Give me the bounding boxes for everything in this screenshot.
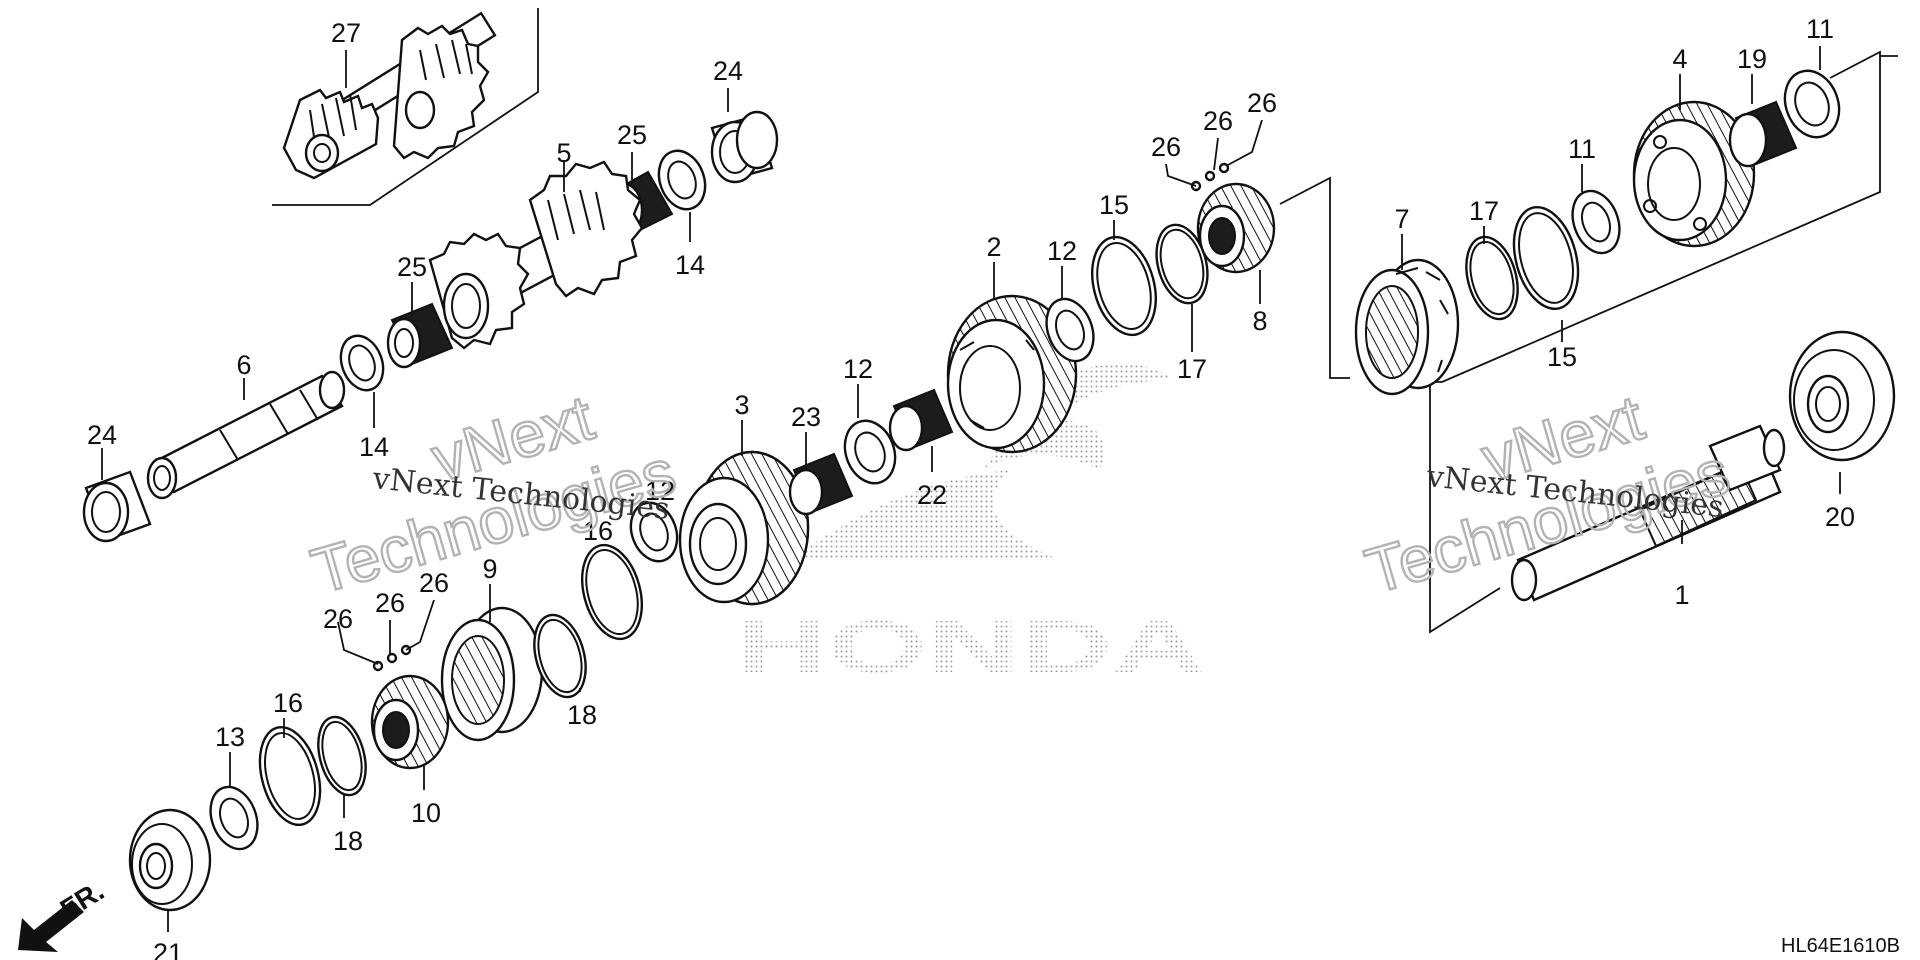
front-arrow-icon bbox=[18, 900, 84, 952]
callout-15: 15 bbox=[1547, 342, 1577, 372]
part-2-gear bbox=[946, 294, 1078, 454]
diagram-code: HL64E1610B bbox=[1781, 935, 1900, 957]
part-18-circlip-lower bbox=[317, 715, 367, 797]
callout-1: 1 bbox=[1674, 580, 1689, 610]
part-15-ring-upper bbox=[1091, 235, 1157, 337]
callout-numbers: 27 24 25 5 14 25 6 24 14 3 23 12 22 12 1… bbox=[87, 14, 1855, 960]
callout-14: 14 bbox=[675, 250, 705, 280]
logo-text: HONDA bbox=[735, 605, 1205, 688]
callout-8: 8 bbox=[1252, 306, 1267, 336]
callout-26: 26 bbox=[1151, 132, 1181, 162]
callout-12: 12 bbox=[645, 476, 675, 506]
callout-26: 26 bbox=[419, 568, 449, 598]
part-26-balls-upper bbox=[1190, 162, 1230, 192]
callout-17: 17 bbox=[1469, 196, 1499, 226]
callout-5: 5 bbox=[556, 138, 571, 168]
callout-12: 12 bbox=[843, 354, 873, 384]
part-23-needle-bearing bbox=[788, 452, 854, 516]
part-12-washer-a bbox=[629, 501, 679, 563]
callout-26: 26 bbox=[375, 588, 405, 618]
callout-26: 26 bbox=[1247, 88, 1277, 118]
callout-27: 27 bbox=[331, 18, 361, 48]
part-5-gear-shaft bbox=[428, 160, 644, 350]
callout-19: 19 bbox=[1737, 44, 1767, 74]
callout-21: 21 bbox=[153, 938, 183, 960]
part-7-hub bbox=[1354, 258, 1460, 396]
part-9-sleeve bbox=[440, 606, 544, 742]
callout-11: 11 bbox=[1806, 14, 1834, 44]
part-1-main-shaft bbox=[1510, 424, 1786, 602]
part-8-gear bbox=[1196, 182, 1276, 274]
callout-22: 22 bbox=[917, 480, 947, 510]
part-6-shaft bbox=[146, 370, 346, 500]
callout-11: 11 bbox=[1568, 134, 1596, 164]
callout-18: 18 bbox=[333, 826, 363, 856]
callout-9: 9 bbox=[482, 554, 497, 584]
callout-24: 24 bbox=[713, 56, 743, 86]
callout-13: 13 bbox=[215, 722, 245, 752]
part-14-washer-lower bbox=[339, 334, 385, 392]
part-3-gear bbox=[678, 450, 810, 606]
leader-lines bbox=[101, 46, 1841, 932]
part-10-gear bbox=[370, 674, 450, 770]
part-4-gear bbox=[1632, 100, 1756, 248]
part-12-washer-b bbox=[843, 419, 897, 485]
callout-24: 24 bbox=[87, 420, 117, 450]
part-12-washer-c bbox=[1045, 297, 1095, 363]
callout-25: 25 bbox=[617, 120, 647, 150]
part-17-circlip-right bbox=[1465, 235, 1519, 321]
front-direction-indicator: FR. bbox=[18, 875, 109, 952]
part-17-circlip-upper bbox=[1155, 223, 1209, 305]
callout-7: 7 bbox=[1394, 204, 1409, 234]
callout-6: 6 bbox=[236, 350, 251, 380]
callout-2: 2 bbox=[986, 232, 1001, 262]
callout-20: 20 bbox=[1825, 502, 1855, 532]
callout-12: 12 bbox=[1047, 236, 1077, 266]
callout-26: 26 bbox=[1203, 106, 1233, 136]
part-25-needle-bearing-lower bbox=[386, 302, 454, 369]
inset-box bbox=[272, 8, 539, 206]
part-16-ring-lower bbox=[258, 725, 322, 827]
part-11-washer-lower bbox=[1571, 189, 1621, 255]
callout-3: 3 bbox=[734, 390, 749, 420]
callout-25: 25 bbox=[397, 252, 427, 282]
callout-18: 18 bbox=[567, 700, 597, 730]
callout-26: 26 bbox=[323, 604, 353, 634]
part-24-needle-bearing-lower bbox=[82, 470, 152, 543]
callout-10: 10 bbox=[411, 798, 441, 828]
part-11-washer-upper bbox=[1783, 69, 1841, 139]
callout-16: 16 bbox=[273, 688, 303, 718]
callout-4: 4 bbox=[1672, 44, 1687, 74]
part-14-washer-upper bbox=[657, 149, 707, 211]
part-18-circlip-upper bbox=[533, 613, 587, 699]
part-20-ball-bearing bbox=[1788, 330, 1896, 462]
callout-16: 16 bbox=[583, 516, 613, 546]
part-26-balls-lower bbox=[372, 644, 412, 672]
part-13-washer bbox=[209, 785, 259, 851]
honda-logo-watermark: HONDA bbox=[735, 364, 1205, 688]
callout-15: 15 bbox=[1099, 190, 1129, 220]
part-15-ring-right bbox=[1512, 205, 1580, 311]
part-16-ring-upper bbox=[581, 543, 643, 641]
part-19-needle-bearing bbox=[1728, 100, 1798, 168]
callout-14: 14 bbox=[359, 432, 389, 462]
part-24-needle-bearing-upper bbox=[710, 110, 779, 184]
part-22-needle-bearing bbox=[888, 388, 954, 452]
part-21-ball-bearing bbox=[128, 808, 212, 912]
callout-23: 23 bbox=[791, 402, 821, 432]
callout-17: 17 bbox=[1177, 354, 1207, 384]
part-27-countershaft-assembly bbox=[282, 11, 497, 180]
